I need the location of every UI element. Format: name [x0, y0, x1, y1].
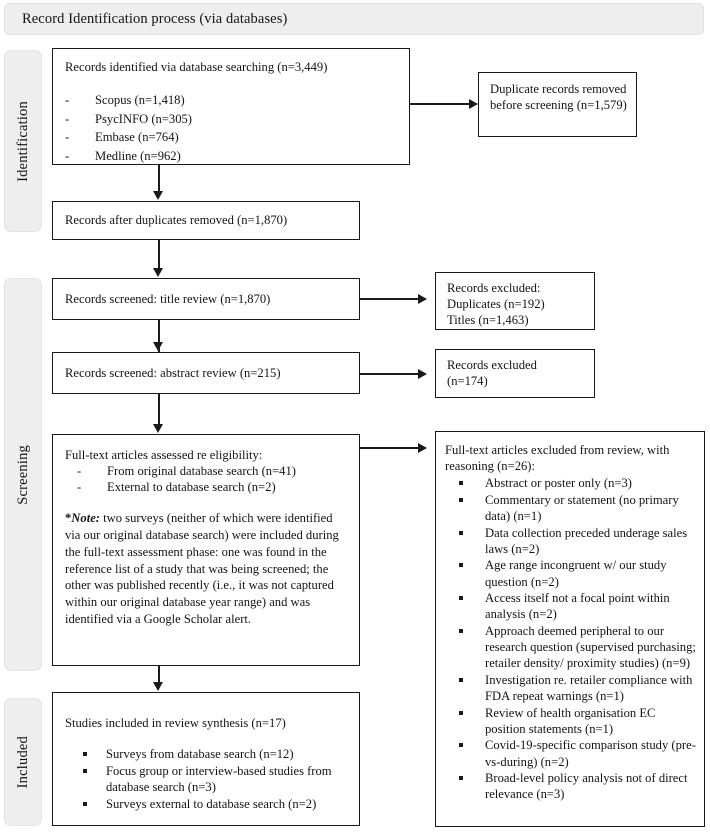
node-records-identified-title: Records identified via database searchin… [65, 60, 328, 74]
node-title-review: Records screened: title review (n=1,870) [52, 278, 360, 320]
list-item: Surveys from database search (n=12) [65, 746, 351, 763]
edge-abstractreview-to-excluded-arrow [418, 368, 427, 379]
phase-label-identification: Identification [4, 50, 42, 232]
edge-identified-to-afterdupes-arrow [153, 191, 164, 200]
node-studies-included: Studies included in review synthesis (n=… [52, 692, 360, 826]
node-fulltext-assessed-note: *Note: two surveys (neither of which wer… [65, 510, 349, 627]
edge-titlereview-to-excluded-arrow [418, 293, 427, 304]
page-title: Record Identification process (via datab… [22, 10, 288, 27]
list-item: Scopus (n=1,418) [53, 91, 409, 110]
node-records-after-duplicates-text: Records after duplicates removed (n=1,87… [65, 213, 288, 228]
list-item: Surveys external to database search (n=2… [65, 796, 351, 813]
node-records-excluded-titles: Records excluded: Duplicates (n=192) Tit… [435, 272, 595, 330]
list-item: External to database search (n=2) [65, 479, 349, 495]
node-duplicates-removed-text: Duplicate records removed before screeni… [490, 82, 630, 113]
list-item: Approach deemed peripheral to our resear… [445, 623, 698, 672]
list-item: Access itself not a focal point within a… [445, 590, 698, 623]
node-abstract-review: Records screened: abstract review (n=215… [52, 352, 360, 394]
node-records-excluded-abstracts: Records excluded (n=174) [435, 349, 595, 398]
node-records-identified-sources: Scopus (n=1,418) PsycINFO (n=305) Embase… [53, 91, 409, 165]
node-fulltext-excluded: Full-text articles excluded from review,… [435, 431, 705, 827]
list-item: Review of health organisation EC positio… [445, 705, 698, 738]
phase-label-included: Included [4, 698, 42, 826]
node-records-excluded-titles-line3: Titles (n=1,463) [447, 313, 529, 328]
list-item: Broad-level policy analysis not of direc… [445, 770, 698, 803]
list-item: Focus group or interview-based studies f… [65, 763, 351, 796]
edge-identified-to-afterdupes-line [158, 165, 160, 192]
list-item: From original database search (n=41) [65, 463, 349, 479]
edge-afterdupes-to-titlereview-line [158, 240, 160, 269]
list-item: Covid-19-specific comparison study (pre-… [445, 737, 698, 770]
edge-fulltext-to-excluded-arrow [418, 442, 427, 453]
list-item: Age range incongruent w/ our study quest… [445, 557, 698, 590]
node-fulltext-assessed-title: Full-text articles assessed re eligibili… [65, 448, 263, 462]
edge-fulltext-to-excluded-line [360, 447, 419, 449]
node-records-excluded-titles-line2: Duplicates (n=192) [447, 297, 545, 312]
edge-afterdupes-to-titlereview-arrow [153, 268, 164, 277]
edge-titlereview-to-abstractreview-arrow [153, 342, 164, 351]
edge-abstractreview-to-excluded-line [360, 373, 419, 375]
list-item: PsycINFO (n=305) [53, 110, 409, 129]
note-body: two surveys (neither of which were ident… [65, 511, 339, 626]
node-records-after-duplicates: Records after duplicates removed (n=1,87… [52, 201, 360, 240]
node-title-review-text: Records screened: title review (n=1,870) [65, 291, 271, 306]
node-records-excluded-titles-line1: Records excluded: [447, 281, 541, 295]
list-item: Embase (n=764) [53, 128, 409, 147]
phase-label-identification-text: Identification [14, 100, 31, 182]
edge-titlereview-to-excluded-line [360, 298, 419, 300]
node-fulltext-assessed-sources: From original database search (n=41) Ext… [65, 463, 349, 495]
list-item: Investigation re. retailer compliance wi… [445, 672, 698, 705]
node-fulltext-excluded-title: Full-text articles excluded from review,… [445, 443, 673, 474]
node-records-excluded-abstracts-line1: Records excluded [447, 358, 537, 372]
note-asterisk: * [65, 511, 72, 526]
phase-label-screening-text: Screening [14, 444, 31, 505]
phase-label-screening: Screening [4, 278, 42, 671]
edge-identified-to-duplicates-arrow [469, 98, 478, 109]
node-fulltext-assessed: Full-text articles assessed re eligibili… [52, 434, 360, 666]
edge-titlereview-to-abstractreview-line [158, 320, 160, 353]
edge-abstractreview-to-fulltext-line [158, 394, 160, 427]
node-studies-included-title: Studies included in review synthesis (n=… [65, 716, 286, 730]
node-fulltext-excluded-reasons: Abstract or poster only (n=3) Commentary… [445, 475, 698, 802]
node-studies-included-types: Surveys from database search (n=12) Focu… [65, 746, 351, 812]
phase-label-included-text: Included [14, 735, 31, 789]
list-item: Commentary or statement (no primary data… [445, 492, 698, 525]
node-abstract-review-text: Records screened: abstract review (n=215… [65, 365, 281, 380]
page-header: Record Identification process (via datab… [4, 3, 704, 35]
edge-fulltext-to-included-arrow [153, 682, 164, 691]
edge-identified-to-duplicates-line [410, 103, 470, 105]
note-label: Note: [71, 511, 100, 526]
list-item: Medline (n=962) [53, 147, 409, 166]
list-item: Data collection preceded underage sales … [445, 525, 698, 558]
node-records-excluded-abstracts-line2: (n=174) [447, 374, 488, 389]
edge-fulltext-to-included-line [158, 666, 160, 686]
edge-abstractreview-to-fulltext-arrow [153, 424, 164, 433]
node-duplicates-removed: Duplicate records removed before screeni… [478, 72, 637, 137]
node-records-identified: Records identified via database searchin… [52, 48, 410, 165]
list-item: Abstract or poster only (n=3) [445, 475, 698, 491]
